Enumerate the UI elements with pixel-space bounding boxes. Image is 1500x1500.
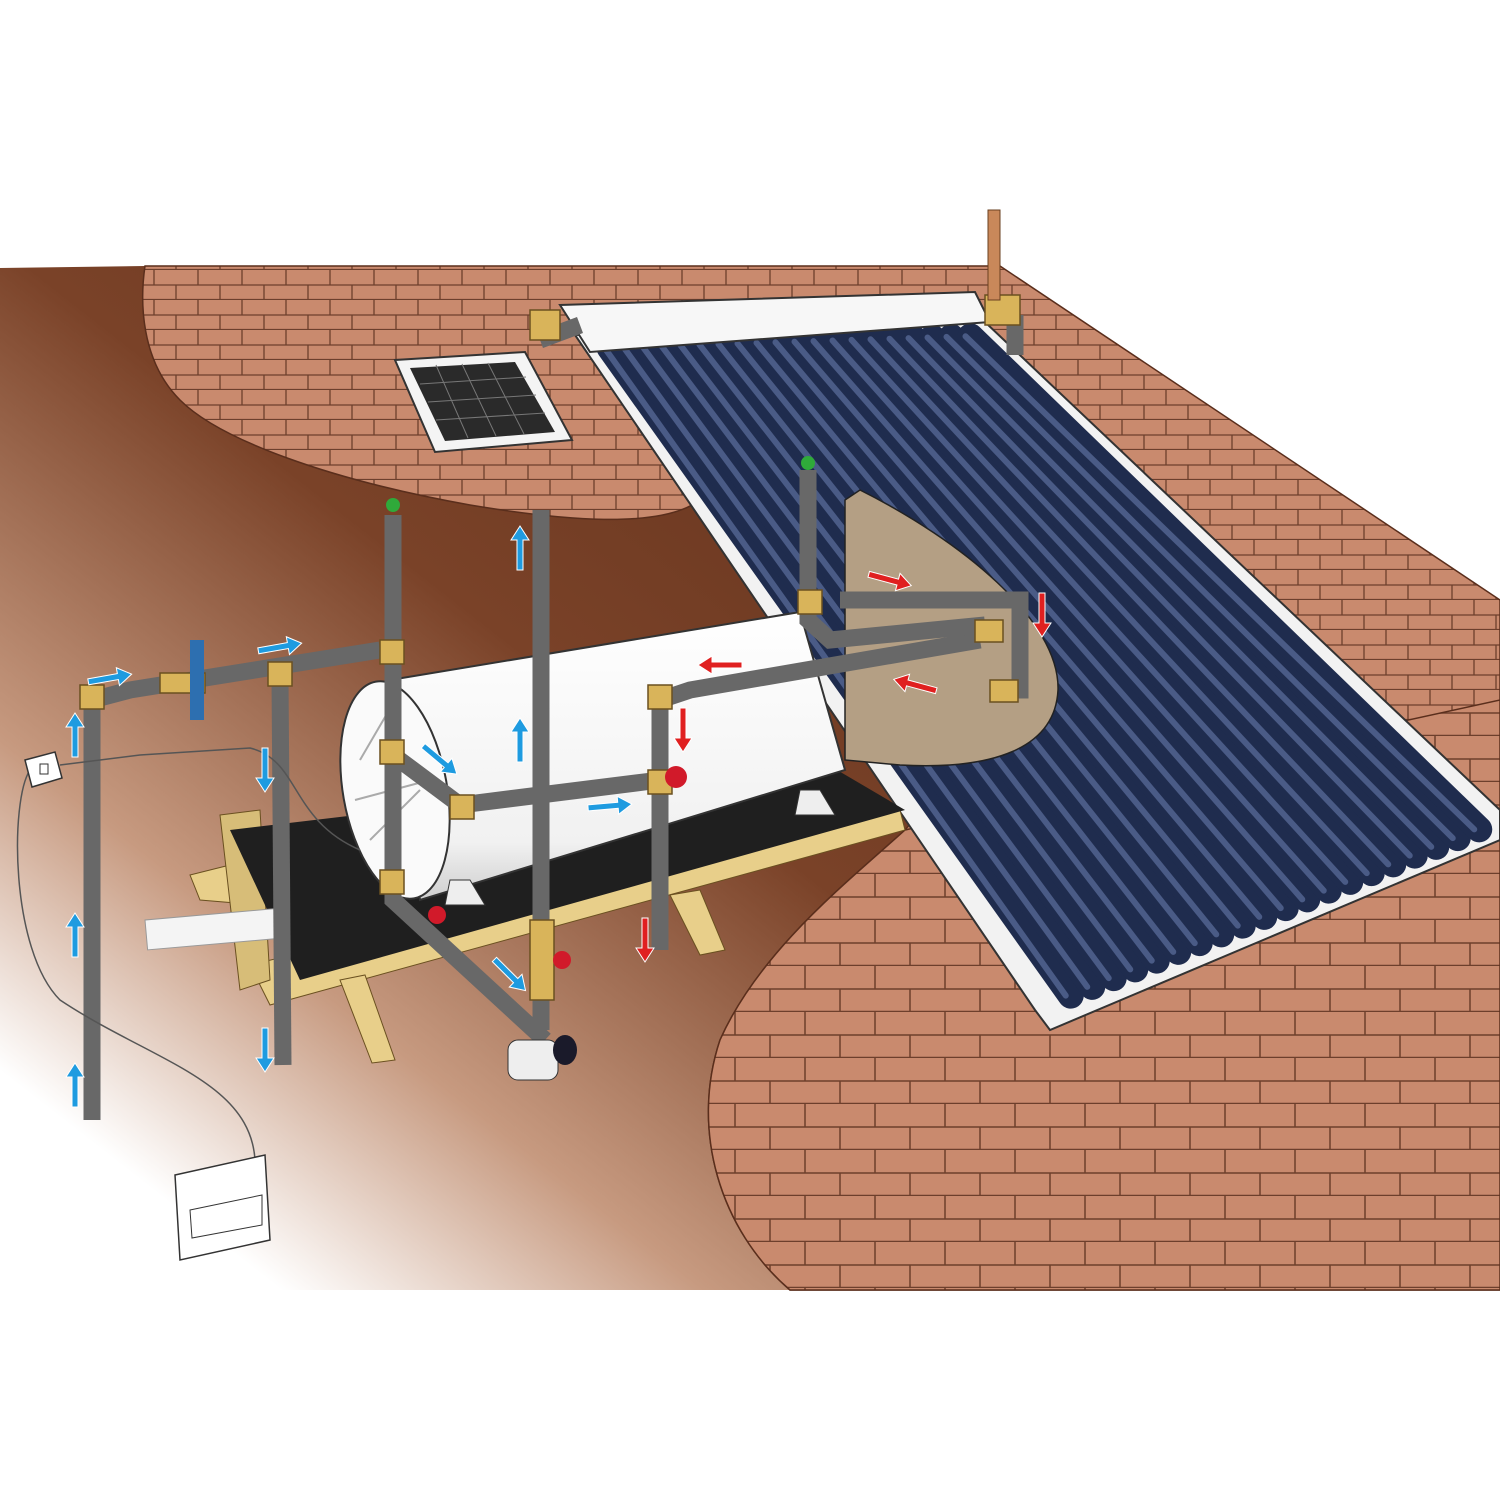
cold-flow-arrow-icon [65,912,85,958]
tube-highlight [962,333,1478,833]
hot-flow-arrow-icon [892,673,938,695]
tube-highlight [848,336,1349,885]
control-wire [16,747,361,1161]
vacuum-tube [900,325,1428,869]
tube-highlight [867,336,1370,877]
vacuum-tube [843,326,1364,895]
cold-flow-arrow-icon [587,795,633,816]
brass-fittings [79,209,1021,1001]
tube-highlight [943,333,1456,842]
pump-icon [507,1035,577,1081]
hot-flow-arrow-icon [1032,592,1052,638]
vacuum-tube [919,324,1450,860]
cold-flow-arrow-icon [510,525,530,571]
cold-flow-arrow-icon [65,1062,85,1108]
tube-highlight [886,335,1392,868]
vacuum-tube [805,328,1321,913]
vacuum-tube [862,326,1385,887]
cold-flow-arrow-icon [491,956,527,992]
solar-panel-icon [393,350,574,454]
tube-highlight [829,337,1327,894]
vacuum-tube [938,323,1471,852]
cold-flow-arrow-icon [420,742,458,775]
vacuum-tube [957,323,1493,843]
cold-flow-arrow-icon [87,666,133,687]
hot-flow-arrow-icon [635,917,655,963]
cold-flow-arrow-icon [255,747,275,793]
flow-arrows [65,525,1052,1108]
tube-highlight [810,338,1306,903]
cold-flow-arrow-icon [255,1027,275,1073]
cold-flow-arrow-icon [65,712,85,758]
cold-flow-arrow-icon [510,717,530,763]
power-socket-icon [24,751,63,788]
vacuum-tube [881,325,1407,878]
tube-highlight [924,334,1435,850]
cold-flow-arrow-icon [257,635,303,656]
hot-flow-arrow-icon [697,655,743,675]
tube-highlight [905,335,1413,859]
controller-box-icon [174,1154,271,1261]
hot-flow-arrow-icon [673,707,693,753]
vacuum-tube [824,327,1342,904]
hot-flow-arrow-icon [867,570,913,592]
